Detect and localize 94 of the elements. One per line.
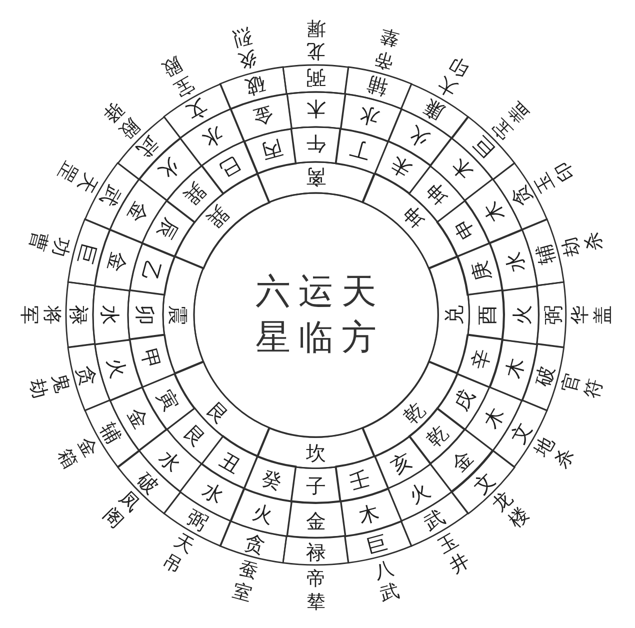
- star-label: 巨: [74, 241, 100, 266]
- element-label: 水: [199, 480, 227, 508]
- center-title: 六运天星临方: [254, 271, 386, 360]
- element-label: 火: [104, 356, 130, 381]
- star-label: 破: [242, 74, 267, 98]
- mountain-label: 丑: [216, 449, 244, 477]
- mountain-label: 辛: [468, 347, 494, 372]
- ring-cell: [243, 455, 298, 502]
- ring-cell: [162, 255, 204, 375]
- element-label: 金: [124, 404, 152, 432]
- mountain-label: 卯: [135, 304, 155, 325]
- star-label: 贪: [242, 532, 267, 556]
- star-label: 弼: [542, 304, 563, 325]
- ring-cell: [501, 284, 540, 346]
- ring-cell: [92, 284, 131, 346]
- ring-cell: [290, 126, 342, 164]
- star-label: 贪: [508, 182, 535, 210]
- element-label: 水: [502, 249, 528, 274]
- element-label: 水: [199, 122, 227, 150]
- element-label: 金: [124, 198, 152, 226]
- star-name: 鬼劫: [24, 370, 74, 403]
- element-label: 金: [306, 510, 326, 531]
- mountain-label: 丁: [348, 138, 372, 162]
- star-label: 贪: [74, 364, 100, 389]
- element-label: 火: [405, 480, 433, 508]
- star-label: 禄: [69, 304, 89, 325]
- element-label: 金: [250, 104, 275, 128]
- star-name: 蚕室: [228, 556, 261, 607]
- mountain-label: 子: [306, 476, 326, 496]
- ring-cell: [286, 91, 346, 130]
- star-label: 弼: [306, 68, 326, 88]
- mountain-label: 丙: [259, 138, 284, 162]
- ring-cell: [243, 128, 298, 175]
- star-name: 官符: [558, 370, 608, 403]
- element-label: 木: [357, 502, 382, 526]
- mountain-label: 亥: [388, 449, 416, 477]
- mountain-label: 酉: [476, 304, 497, 325]
- mountain-label: 甲: [138, 347, 164, 372]
- star-name: 龙墀: [306, 16, 326, 62]
- mountain-label: 午: [306, 134, 326, 154]
- ring-cell: [286, 500, 346, 539]
- element-label: 火: [512, 304, 532, 325]
- ring-cell: [128, 242, 176, 296]
- mountain-label: 未: [388, 153, 416, 181]
- trigram-label: 坎: [306, 442, 326, 463]
- element-label: 木: [480, 198, 508, 226]
- star-name: 华盖: [569, 304, 615, 326]
- ring-cell: [334, 455, 389, 502]
- ring-cell: [65, 281, 96, 349]
- star-name: 帝辇: [371, 24, 404, 74]
- ring-cell: [256, 426, 376, 469]
- ring-cell: [282, 64, 350, 95]
- mountain-label: 寅: [154, 386, 182, 414]
- trigram-label: 离: [306, 167, 326, 187]
- mountain-label: 乙: [138, 258, 164, 283]
- element-label: 木: [480, 404, 508, 432]
- element-label: 木: [502, 356, 528, 381]
- star-name: 炎烈: [228, 24, 261, 74]
- element-label: 金: [104, 249, 130, 274]
- star-name: 功曹: [24, 228, 74, 260]
- star-label: 巨: [365, 532, 390, 556]
- ring-cell: [456, 334, 504, 388]
- ring-cell: [290, 466, 342, 504]
- mountain-label: 壬: [348, 468, 372, 492]
- star-label: 破: [532, 364, 558, 389]
- element-label: 木: [306, 99, 326, 119]
- ring-cell: [128, 334, 176, 388]
- star-name: 劫杀: [558, 228, 608, 260]
- ring-cell: [127, 289, 166, 341]
- element-label: 水: [357, 104, 382, 128]
- mountain-label: 癸: [259, 468, 284, 492]
- star-name: 八武: [371, 556, 404, 607]
- mountain-label: 巳: [216, 153, 244, 181]
- star-name: 将军: [17, 304, 63, 326]
- mountain-label: 申: [450, 216, 478, 244]
- ring-cell: [466, 289, 505, 341]
- mountain-label: 戌: [450, 386, 478, 414]
- element-label: 水: [100, 304, 120, 325]
- ring-cell: [256, 161, 376, 204]
- ring-cell: [536, 281, 567, 349]
- trigram-label: 兑: [444, 304, 464, 325]
- mountain-label: 辰: [154, 216, 182, 244]
- ring-cell: [334, 128, 389, 175]
- star-label: 辅: [365, 74, 390, 98]
- element-label: 火: [250, 502, 275, 526]
- star-label: 禄: [306, 542, 326, 562]
- ring-cell: [456, 242, 504, 296]
- star-name: 帝辇: [306, 568, 326, 614]
- element-label: 火: [405, 122, 433, 150]
- mountain-label: 庚: [468, 258, 494, 283]
- ring-cell: [428, 255, 470, 375]
- trigram-label: 震: [168, 304, 188, 325]
- ring-cell: [282, 535, 350, 566]
- star-label: 辅: [532, 241, 558, 266]
